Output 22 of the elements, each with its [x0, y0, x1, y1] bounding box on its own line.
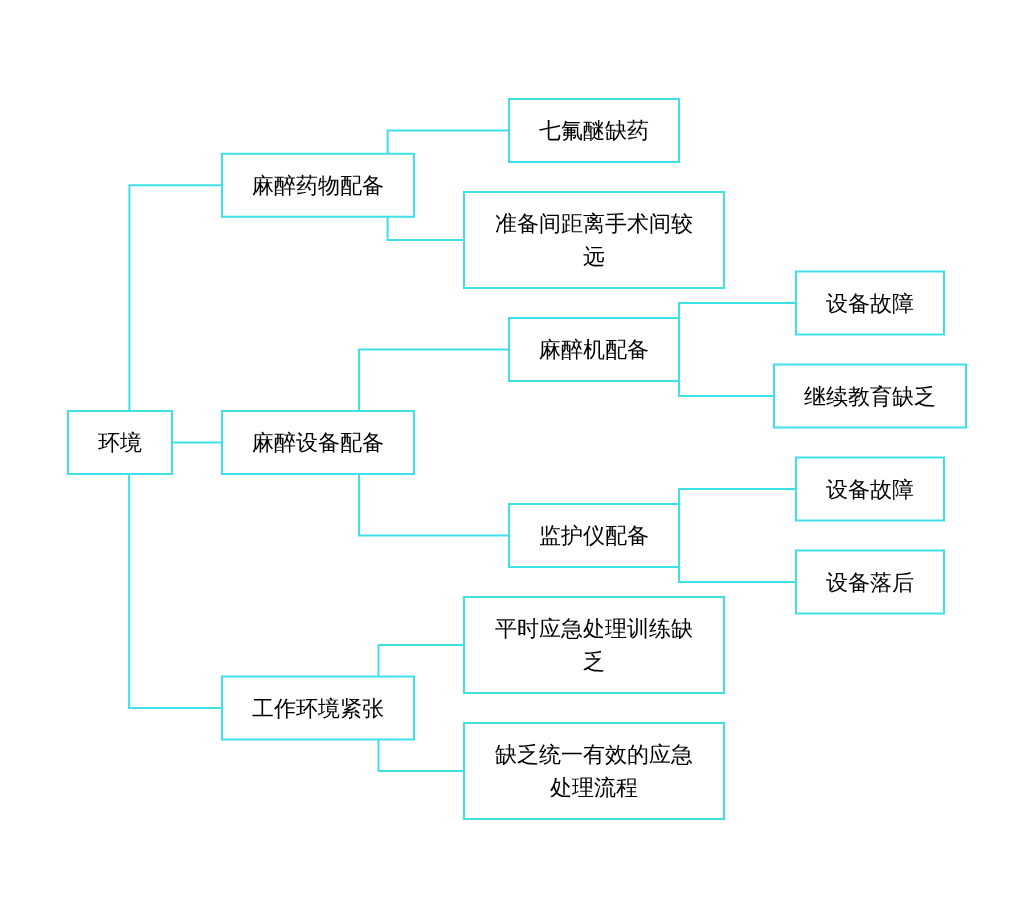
connector: [386, 129, 510, 155]
node-box: 准备间距离手术间较远: [463, 190, 725, 289]
connector: [377, 643, 465, 677]
connector: [386, 215, 465, 241]
node-box: 监护仪配备: [508, 502, 680, 568]
node-box: 设备故障: [795, 270, 945, 335]
connector: [377, 738, 465, 772]
node-box: 平时应急处理训练缺乏: [463, 595, 725, 694]
connector: [358, 348, 510, 412]
connector: [128, 183, 223, 412]
node-box: 麻醉机配备: [508, 316, 680, 382]
node-box: 麻醉设备配备: [221, 409, 415, 475]
node-box: 缺乏统一有效的应急处理流程: [463, 721, 725, 820]
node-box: 设备故障: [795, 456, 945, 521]
connector: [128, 472, 223, 709]
connector: [358, 472, 510, 536]
node-box: 继续教育缺乏: [773, 363, 967, 428]
node-box: 工作环境紧张: [221, 675, 415, 740]
node-box: 麻醉药物配备: [221, 152, 415, 218]
node-box: 设备落后: [795, 549, 945, 614]
node-box: 环境: [67, 409, 173, 475]
node-box: 七氟醚缺药: [508, 97, 680, 163]
